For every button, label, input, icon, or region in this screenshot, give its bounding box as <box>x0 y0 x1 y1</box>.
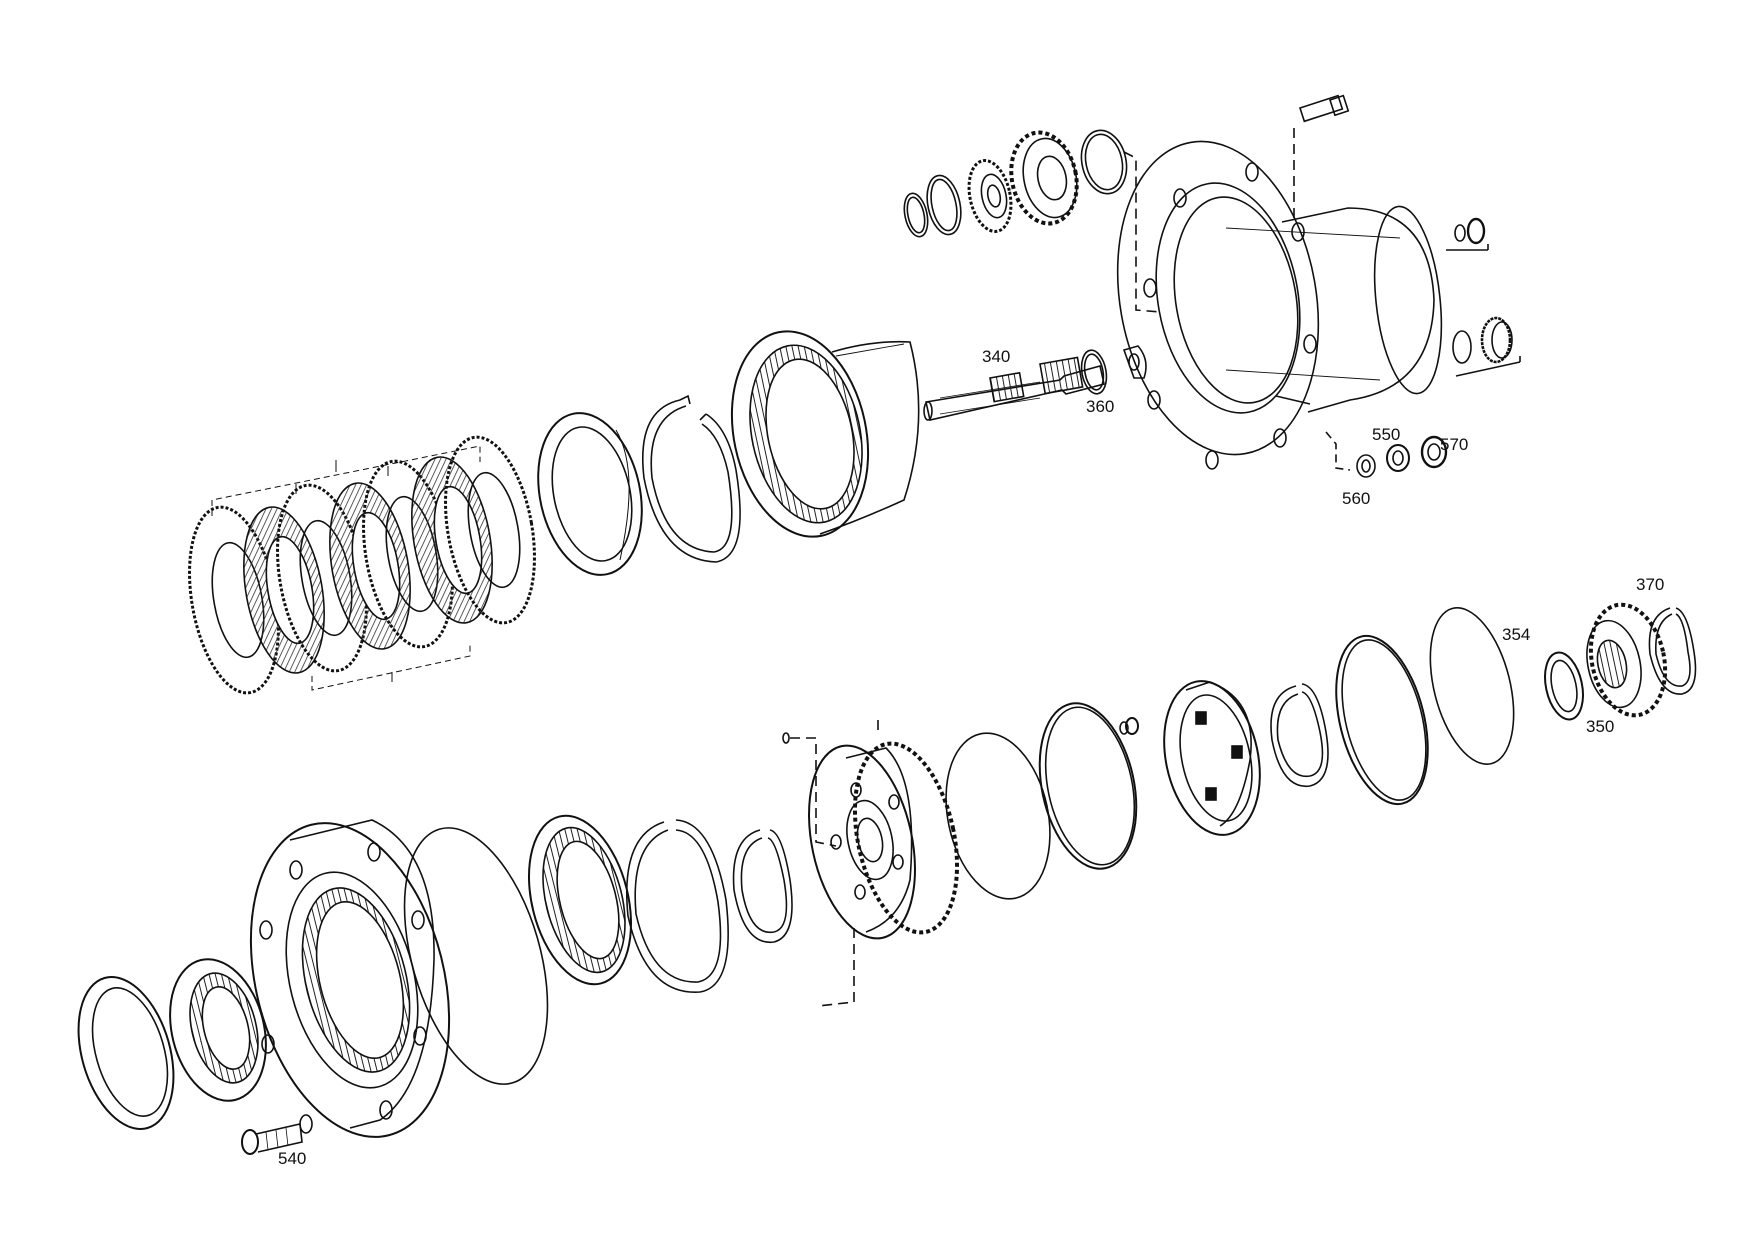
assembly-line-carrier <box>790 737 837 847</box>
clutch-disc-pack <box>188 435 536 695</box>
part-label-360: 360 <box>1086 397 1115 416</box>
assembly-line-top <box>1123 151 1161 313</box>
wheel-hub <box>249 819 451 1138</box>
plug-upper <box>1446 217 1489 251</box>
ring-gear-drum <box>730 330 920 538</box>
sun-gear-350 <box>1586 602 1668 718</box>
splined-shaft <box>923 356 1105 421</box>
part-label-540: 540 <box>278 1149 307 1168</box>
washer-560 <box>1356 454 1376 478</box>
part-label-560: 560 <box>1342 489 1371 508</box>
part-label-570: 570 <box>1440 435 1469 454</box>
snap-ring-360 <box>1080 349 1108 395</box>
housing-flange <box>1116 140 1443 470</box>
thrust-ring <box>537 412 643 576</box>
plug-large <box>1452 316 1521 377</box>
ring-354 <box>1544 651 1584 721</box>
coupling-sleeve <box>1163 680 1261 836</box>
part-label-340: 340 <box>982 347 1011 366</box>
pinion-gear-top <box>1009 130 1079 226</box>
nut-550 <box>1386 444 1410 472</box>
snap-ring-small-a <box>903 192 929 238</box>
tab-washer <box>1122 345 1147 379</box>
o-ring-right <box>1429 607 1515 765</box>
bearing-cup <box>77 976 175 1130</box>
snap-ring-top <box>1080 129 1128 195</box>
snap-ring-right-b <box>1335 634 1429 806</box>
assembly-line-nut <box>1325 431 1351 471</box>
roller-bearing-lower <box>169 958 267 1102</box>
nut-570 <box>1420 435 1448 469</box>
seal-ring-b <box>1038 702 1138 870</box>
spline-gear-small <box>967 159 1013 233</box>
snap-ring-small-b <box>926 174 962 236</box>
seal-ring-a <box>945 732 1051 900</box>
part-label-350: 350 <box>1586 717 1615 736</box>
roller-bearing-mid <box>527 814 633 986</box>
snap-ring-lower-b <box>732 829 793 943</box>
part-label-550: 550 <box>1372 425 1401 444</box>
planet-carrier <box>808 741 960 940</box>
bolt-top <box>1293 94 1350 224</box>
wheel-stud <box>241 1123 303 1155</box>
o-ring-large <box>403 827 549 1085</box>
part-label-354: 354 <box>1502 625 1531 644</box>
snap-ring-lower-a <box>626 819 729 993</box>
assembly-line-carrier-low <box>817 928 855 1007</box>
snap-ring-right-a <box>1270 683 1329 788</box>
breather-plug <box>1119 717 1139 735</box>
snap-ring-open <box>642 394 741 563</box>
part-label-370: 370 <box>1636 575 1665 594</box>
snap-ring-370 <box>1648 607 1697 695</box>
